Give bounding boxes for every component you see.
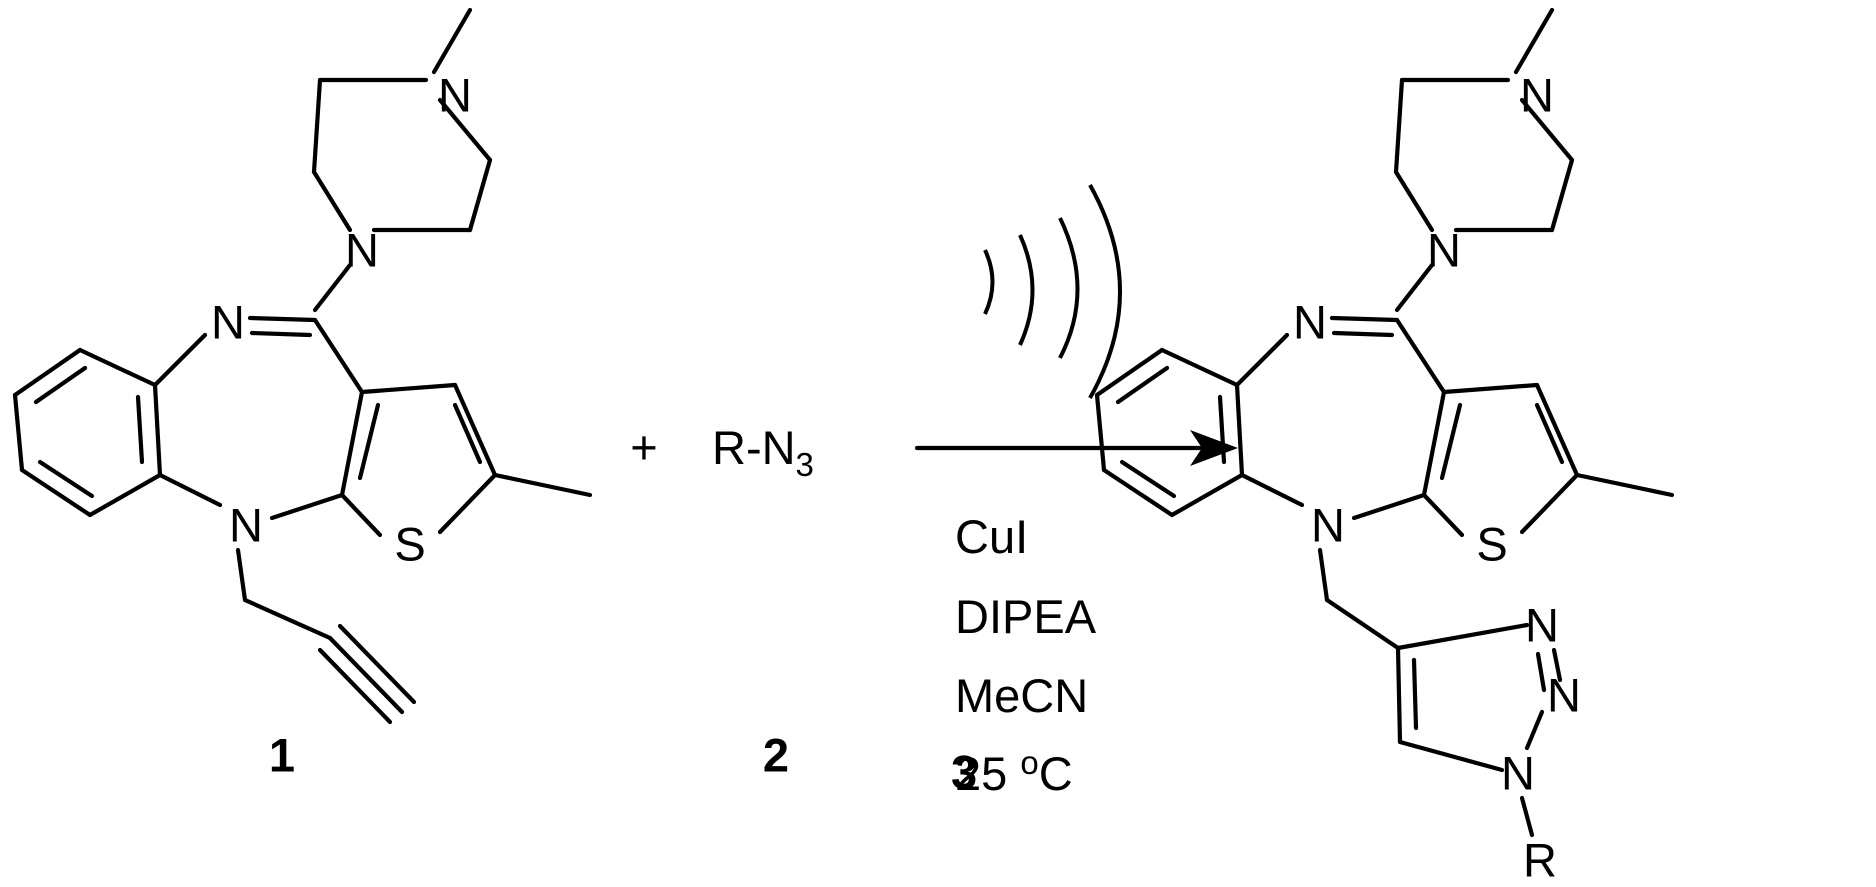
condition-temperature-degree: o bbox=[1020, 744, 1038, 781]
reaction-arrow-head bbox=[1190, 430, 1238, 466]
condition-temperature-unit: C bbox=[1039, 747, 1073, 800]
compound-1-n-piperazine-atom: N bbox=[345, 224, 379, 277]
compound-1-n-methyl-atom: N bbox=[438, 69, 472, 122]
compound-3-label: 3 bbox=[951, 746, 977, 799]
condition-catalyst: CuI bbox=[955, 510, 1028, 563]
compound-3-n-piperazine-atom: N bbox=[1427, 224, 1461, 277]
compound-3-n-ring-atom: N bbox=[1311, 499, 1345, 552]
compound-1-structure: N N N N S 1 bbox=[12, 7, 593, 782]
reagent-2-formula-subscript: 3 bbox=[796, 446, 814, 483]
condition-base: DIPEA bbox=[955, 590, 1097, 643]
compound-3-n-imine-atom: N bbox=[1293, 296, 1327, 349]
compound-3-r-group: R bbox=[1523, 834, 1557, 887]
compound-3-structure: N N N N S N N N R 3 bbox=[951, 7, 1675, 887]
condition-temperature: 25 oC bbox=[955, 744, 1073, 800]
ultrasound-waves-icon bbox=[983, 184, 1122, 399]
compound-1-n-imine-atom: N bbox=[211, 296, 245, 349]
compound-3-triazole-n1-atom: N bbox=[1501, 747, 1535, 800]
compound-3-n-methyl-atom: N bbox=[1520, 69, 1554, 122]
reagent-2-formula-main: R-N bbox=[712, 421, 796, 474]
compound-1-label: 1 bbox=[269, 729, 295, 782]
condition-temperature-value: 25 bbox=[955, 747, 1020, 800]
compound-1-sulfur-atom: S bbox=[394, 518, 425, 571]
compound-3-triazole-n3-atom: N bbox=[1525, 599, 1559, 652]
reaction-arrow-group: CuI DIPEA MeCN 25 oC bbox=[914, 184, 1238, 800]
compound-1-n-ring-atom: N bbox=[229, 499, 263, 552]
reagent-2: + R-N3 2 bbox=[630, 421, 814, 782]
reagent-2-formula: R-N3 bbox=[712, 421, 814, 483]
plus-sign: + bbox=[630, 421, 657, 474]
compound-1-bonds bbox=[12, 7, 593, 725]
reagent-2-label: 2 bbox=[763, 729, 789, 782]
condition-solvent: MeCN bbox=[955, 669, 1088, 722]
compound-3-triazole-n2-atom: N bbox=[1547, 669, 1581, 722]
compound-3-sulfur-atom: S bbox=[1476, 518, 1507, 571]
compound-3-bonds bbox=[1094, 7, 1675, 838]
